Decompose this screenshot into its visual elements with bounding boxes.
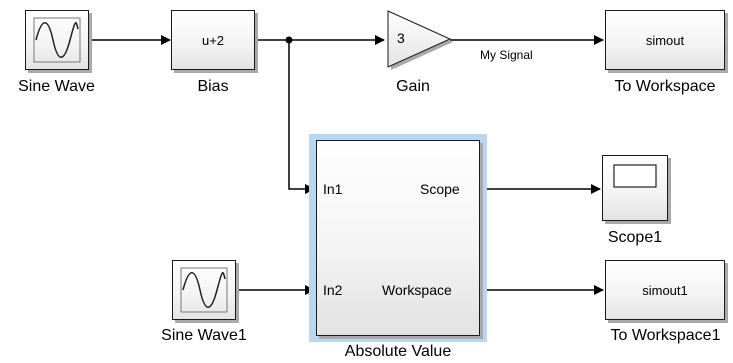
- to-workspace-label: To Workspace: [614, 78, 716, 95]
- sine-wave1-label: Sine Wave1: [161, 327, 247, 344]
- sine-wave-icon: [33, 17, 81, 63]
- to-workspace1-variable: simout1: [642, 282, 688, 298]
- to-workspace-variable: simout: [645, 32, 685, 48]
- workspace-out-port: Workspace: [382, 282, 452, 298]
- scope1-label: Scope1: [607, 229, 663, 246]
- to-workspace1-block[interactable]: simout1: [605, 260, 725, 320]
- sine-wave-block[interactable]: [25, 10, 89, 70]
- scope-out-port: Scope: [420, 181, 460, 197]
- bias-expression: u+2: [201, 32, 225, 48]
- to-workspace1-label: To Workspace1: [610, 327, 721, 344]
- branch-point: [285, 36, 293, 44]
- gain-block[interactable]: [382, 8, 454, 74]
- scope-screen-icon: [613, 164, 657, 188]
- in2-port: In2: [323, 282, 343, 298]
- bias-label: Bias: [197, 78, 229, 95]
- scope1-block[interactable]: [602, 155, 668, 221]
- absolute-value-label: Absolute Value: [344, 343, 452, 360]
- to-workspace-block[interactable]: simout: [605, 10, 725, 70]
- line-branch-to-in1: [288, 40, 315, 194]
- gain-label: Gain: [396, 78, 430, 95]
- bias-block[interactable]: u+2: [171, 10, 255, 70]
- my-signal-label: My Signal: [480, 48, 533, 62]
- sine-wave1-icon: [180, 267, 228, 313]
- sine-wave1-block[interactable]: [172, 260, 236, 320]
- gain-value: 3: [397, 30, 405, 46]
- absolute-value-subsystem[interactable]: [316, 140, 480, 336]
- in1-port: In1: [323, 181, 343, 197]
- sine-wave-label: Sine Wave: [18, 78, 95, 95]
